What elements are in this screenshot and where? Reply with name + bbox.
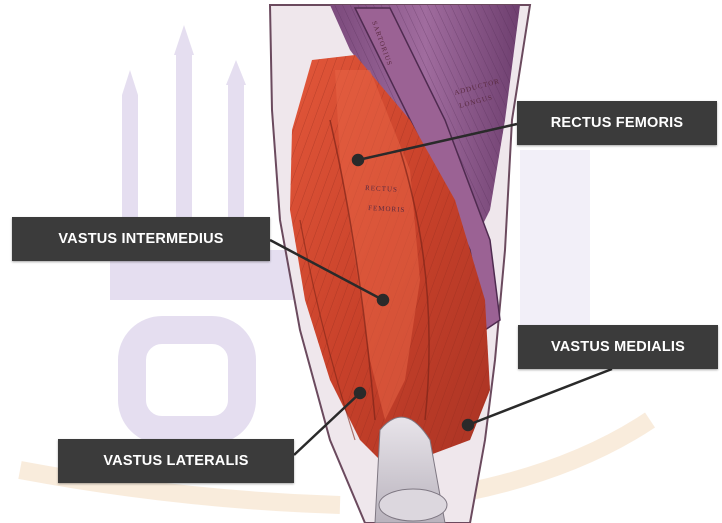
label-vastus-lateralis: VASTUS LATERALIS [58, 439, 294, 483]
label-vastus-medialis: VASTUS MEDIALIS [518, 325, 718, 369]
label-rectus-femoris: RECTUS FEMORIS [517, 101, 717, 145]
label-rectus-femoris-text: RECTUS FEMORIS [551, 115, 684, 131]
label-vastus-intermedius: VASTUS INTERMEDIUS [12, 217, 270, 261]
label-vastus-intermedius-text: VASTUS INTERMEDIUS [58, 231, 223, 247]
patella [379, 489, 447, 521]
label-vastus-medialis-text: VASTUS MEDIALIS [551, 339, 685, 355]
label-vastus-lateralis-text: VASTUS LATERALIS [103, 453, 248, 469]
